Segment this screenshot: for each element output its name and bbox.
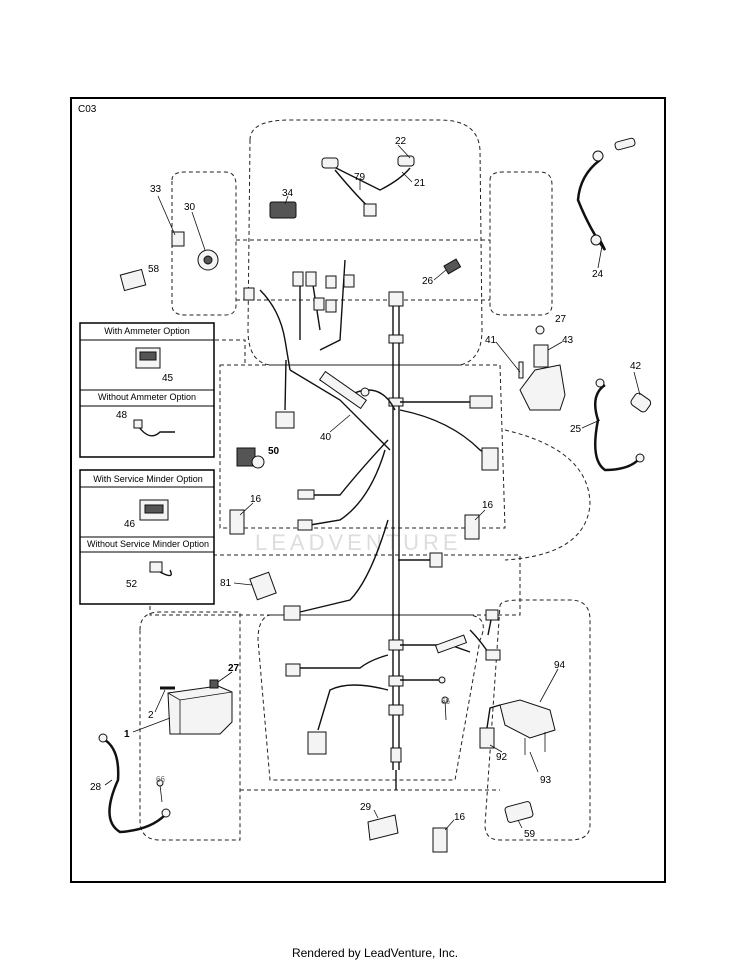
callout-28: 28 — [90, 782, 102, 793]
part-42-boot — [630, 392, 652, 413]
callout-50: 50 — [268, 446, 280, 457]
callout-16-left: 16 — [250, 494, 262, 505]
callout-40: 40 — [320, 432, 332, 443]
without-ammeter-title: Without Ammeter Option — [98, 392, 196, 402]
callout-16-bottom: 16 — [454, 812, 466, 823]
with-ammeter-title: With Ammeter Option — [104, 326, 190, 336]
callout-94: 94 — [554, 660, 566, 671]
callout-66-left: 66 — [156, 775, 165, 784]
callout-43: 43 — [562, 335, 574, 346]
callout-34: 34 — [282, 188, 294, 199]
footer-credit: Rendered by LeadVenture, Inc. — [291, 946, 459, 960]
main-harness — [283, 291, 501, 790]
headlight-right — [397, 155, 415, 167]
callout-66-center: 66 — [441, 697, 450, 706]
callout-48: 48 — [116, 410, 128, 421]
callout-30: 30 — [184, 202, 196, 213]
part-81-relay — [249, 571, 277, 601]
seat-switch-connector — [307, 731, 327, 755]
part-33-key — [171, 231, 185, 247]
part-48-jumper — [137, 425, 175, 437]
ammeter-option-box: With Ammeter Option 45 Without Ammeter O… — [79, 322, 215, 458]
part-94-module — [499, 699, 556, 739]
callout-1: 1 — [124, 729, 130, 740]
without-service-minder-title: Without Service Minder Option — [87, 539, 209, 549]
harness-connector-top — [388, 291, 404, 307]
callout-24: 24 — [592, 269, 604, 280]
with-service-minder-title: With Service Minder Option — [93, 474, 203, 484]
leader-lines — [104, 144, 641, 831]
callout-79: 79 — [354, 172, 366, 183]
part-26-fuse — [443, 258, 462, 275]
callout-22: 22 — [395, 136, 407, 147]
callout-26: 26 — [422, 276, 434, 287]
watermark-text: LEADVENTURE — [255, 530, 462, 555]
part-16-switch-right — [464, 514, 480, 540]
callout-labels: 22 79 21 34 33 30 58 24 26 27 41 43 42 2… — [90, 136, 642, 840]
diagram-frame — [70, 97, 666, 883]
headlight-left — [321, 157, 339, 169]
callout-21: 21 — [414, 178, 426, 189]
part-34-switch — [269, 201, 297, 219]
service-minder-option-box: With Service Minder Option 46 Without Se… — [79, 469, 215, 605]
callout-93: 93 — [540, 775, 552, 786]
callout-27: 27 — [555, 314, 567, 325]
parts — [98, 137, 652, 853]
callout-27-battery: 27 — [228, 663, 240, 674]
callout-45: 45 — [162, 373, 174, 384]
callout-46: 46 — [124, 519, 136, 530]
part-16-switch-left — [229, 509, 245, 535]
callout-16-right: 16 — [482, 500, 494, 511]
headlight-harness — [243, 155, 415, 429]
part-16-switch-bottom — [432, 827, 448, 853]
part-43-solenoid — [519, 364, 566, 411]
diagram-code: C03 — [78, 104, 97, 115]
callout-25: 25 — [570, 424, 582, 435]
callout-59: 59 — [524, 829, 536, 840]
callout-2: 2 — [148, 710, 154, 721]
callout-52: 52 — [126, 579, 138, 590]
connector-right — [481, 447, 499, 471]
callout-42: 42 — [630, 361, 642, 372]
callout-33: 33 — [150, 184, 162, 195]
part-92-connector — [479, 727, 495, 749]
callout-81: 81 — [220, 578, 232, 589]
callout-58: 58 — [148, 264, 160, 275]
part-59-module — [504, 801, 534, 823]
callout-29: 29 — [360, 802, 372, 813]
part-58-module — [119, 268, 147, 292]
callout-41: 41 — [485, 335, 497, 346]
part-29-switch — [367, 814, 399, 841]
callout-92: 92 — [496, 752, 508, 763]
part-52-plug — [149, 561, 163, 573]
